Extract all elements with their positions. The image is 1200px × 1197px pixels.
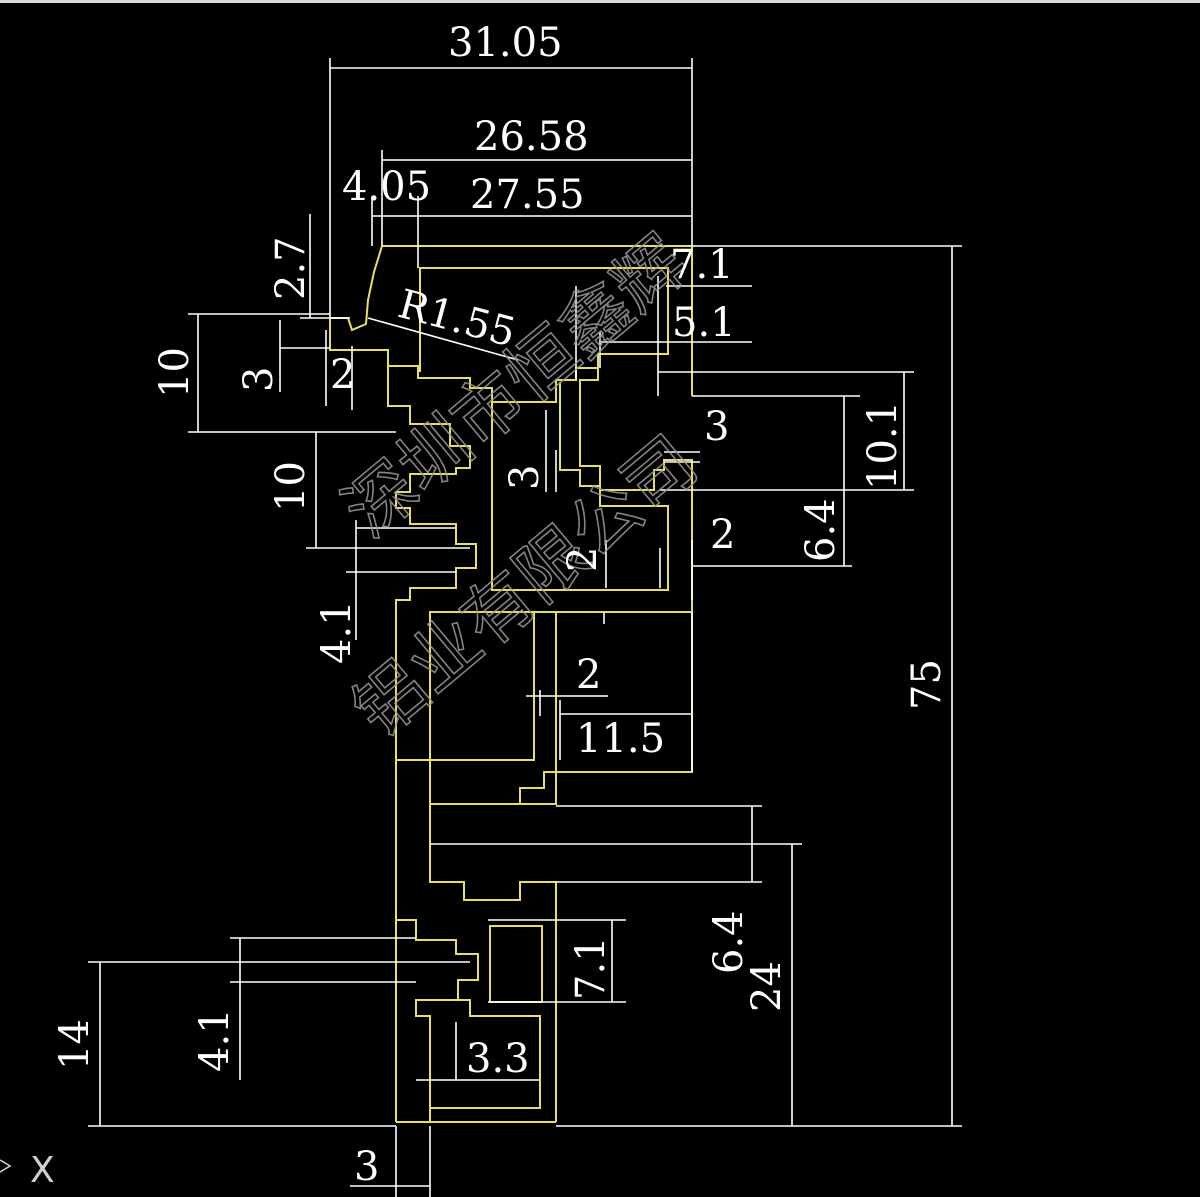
dimension-texts: 31.05 26.58 4.05 27.55 7.1 5.1 2.7 R1.55… [52,20,950,1190]
dim-3-right: 3 [704,404,729,450]
dim-24: 24 [744,961,790,1012]
dim-3-3: 3.3 [466,1036,530,1082]
dim-11-5: 11.5 [576,716,665,762]
dim-7-1-bottom: 7.1 [568,936,614,1000]
profile-inner-spine [491,382,669,591]
ucs-icon: X [0,1150,55,1191]
profile-bottom-inner [430,999,541,1109]
profile-right-slot [579,368,693,612]
dim-r1-55: R1.55 [393,281,520,356]
dim-27-55: 27.55 [470,172,585,218]
dim-6-4-a: 6.4 [798,498,844,562]
window-top-border [0,0,1200,3]
profile-top-hook [329,267,669,403]
dim-2-right: 2 [710,512,735,558]
dim-14: 14 [52,1019,98,1070]
dim-3-mid: 3 [502,465,548,490]
dim-4-05: 4.05 [342,164,431,210]
dim-4-1-a: 4.1 [314,600,360,664]
dim-31-05: 31.05 [448,20,563,66]
profile-lower-tslot [396,759,557,805]
profile-bottom-chamber [489,925,543,1003]
profile-bottom-hook [396,919,479,1122]
dim-10-1: 10.1 [860,401,906,490]
dim-7-1-top: 7.1 [670,242,734,288]
dim-2-a: 2 [330,352,355,398]
dim-10-a: 10 [152,347,198,398]
dim-4-1-b: 4.1 [192,1008,238,1072]
dim-2-7: 2.7 [268,236,314,300]
dim-26-58: 26.58 [474,114,589,160]
profile-top-lip [330,245,693,396]
dim-5-1: 5.1 [672,300,736,346]
dim-3-a: 3 [236,367,282,392]
dimension-lines [88,58,962,1197]
profile-left-spine [387,366,477,1122]
dim-2-mid: 2 [560,547,606,572]
dim-2-lower: 2 [576,652,601,698]
ucs-arrow-icon [0,1159,12,1173]
aluminium-profile-outline [329,245,693,1123]
dim-3-bottom: 3 [354,1144,379,1190]
dim-6-4-b: 6.4 [706,910,752,974]
profile-lower-tslot-body [429,804,557,1122]
ucs-x-axis-label: X [30,1150,55,1191]
dim-10-b: 10 [268,461,314,512]
dim-75: 75 [904,659,950,710]
